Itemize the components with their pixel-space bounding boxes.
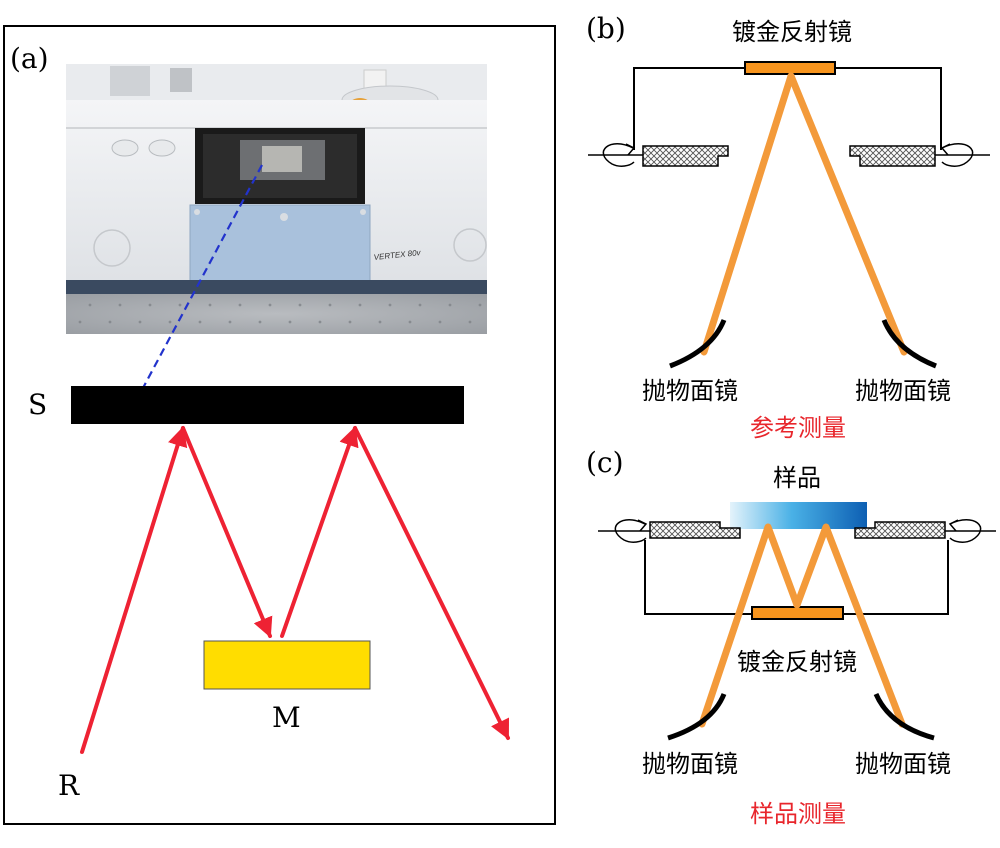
caption-b: 参考测量 [750, 414, 846, 442]
parabolic-mirror-right-b [881, 319, 937, 369]
beam-segment-1 [80, 426, 188, 754]
hatched-holder-left-c [649, 521, 741, 539]
parabolic-label-right-c: 抛物面镜 [855, 750, 951, 778]
caption-c: 样品测量 [750, 800, 846, 828]
panel-a-label: (a) [10, 42, 49, 75]
sample-label: S [28, 388, 47, 421]
sample-label-c: 样品 [773, 464, 821, 492]
panel-c: (c) 样品 镀金反射镜 抛物面镜 抛物面镜 样品测量 [586, 446, 996, 828]
beam-b-right [787, 72, 908, 356]
rotation-arrow-right-b [941, 143, 974, 167]
gold-mirror-c [751, 606, 844, 620]
parabolic-mirror-left-b [669, 318, 727, 369]
source-label: R [58, 769, 80, 802]
panel-b-label: (b) [586, 12, 626, 45]
beam-path-orange-b [700, 72, 908, 356]
sample-bar [71, 386, 464, 424]
bottom-mirror-label-c: 镀金反射镜 [737, 648, 857, 676]
beam-path-red [80, 426, 510, 754]
instrument-photo: VERTEX 80v [66, 64, 487, 334]
gold-mirror-b [744, 61, 836, 75]
parabolic-label-right-b: 抛物面镜 [855, 377, 951, 405]
parabolic-label-left-b: 抛物面镜 [642, 377, 738, 405]
panel-a: (a) [3, 25, 556, 825]
beam-segment-3 [280, 426, 359, 638]
mirror-label: M [272, 701, 301, 734]
panel-b: (b) 镀金反射镜 抛物面镜 抛物面镜 参考测量 [586, 12, 990, 442]
rotation-arrow-left-b [602, 143, 635, 167]
hatched-holder-right-c [854, 521, 946, 539]
sample-plate-c [730, 502, 867, 529]
parabolic-mirror-left-c [667, 692, 727, 741]
rotation-arrow-left-c [614, 519, 647, 543]
hatched-holder-right-b [849, 145, 936, 167]
parabolic-mirror-right-c [873, 692, 935, 741]
top-mirror-label: 镀金反射镜 [732, 18, 852, 46]
beam-c-w [698, 523, 906, 728]
parabolic-label-left-c: 抛物面镜 [642, 750, 738, 778]
beam-b-left [700, 72, 795, 356]
pointer-dashed-line [142, 164, 263, 389]
beam-segment-2 [181, 426, 273, 638]
panel-c-label: (c) [586, 446, 624, 479]
beam-path-orange-c [698, 523, 906, 728]
hatched-holder-left-b [642, 145, 729, 167]
rotation-arrow-right-c [949, 519, 982, 543]
mirror-m [203, 640, 371, 690]
beam-segment-4 [353, 426, 510, 740]
